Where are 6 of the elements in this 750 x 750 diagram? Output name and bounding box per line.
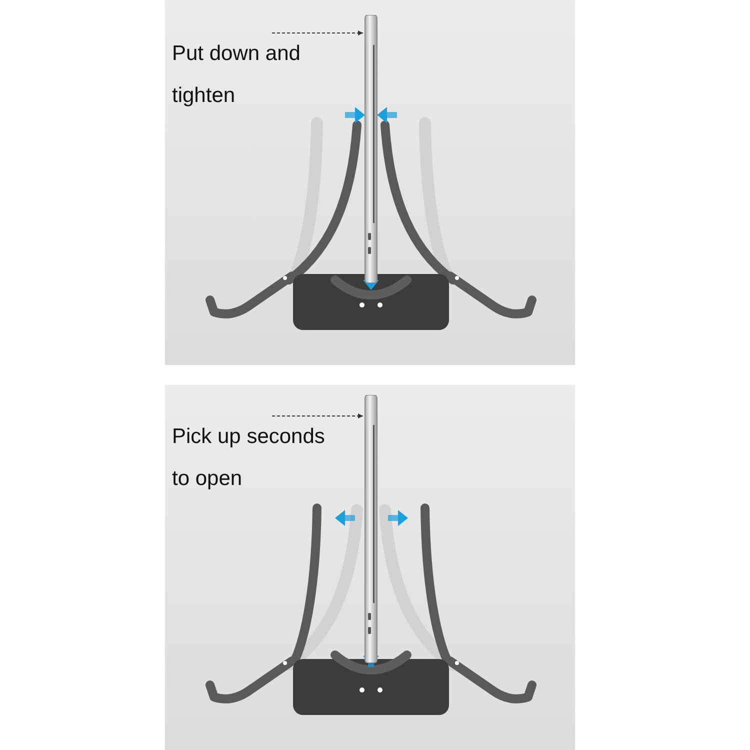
laptop-drawing (364, 15, 378, 283)
instruction-text: Pick up seconds to open (172, 416, 342, 500)
instruction-text: Put down and tighten (172, 33, 322, 117)
laptop-drawing (364, 395, 378, 663)
leader-line (272, 30, 364, 36)
leader-line (272, 414, 364, 418)
